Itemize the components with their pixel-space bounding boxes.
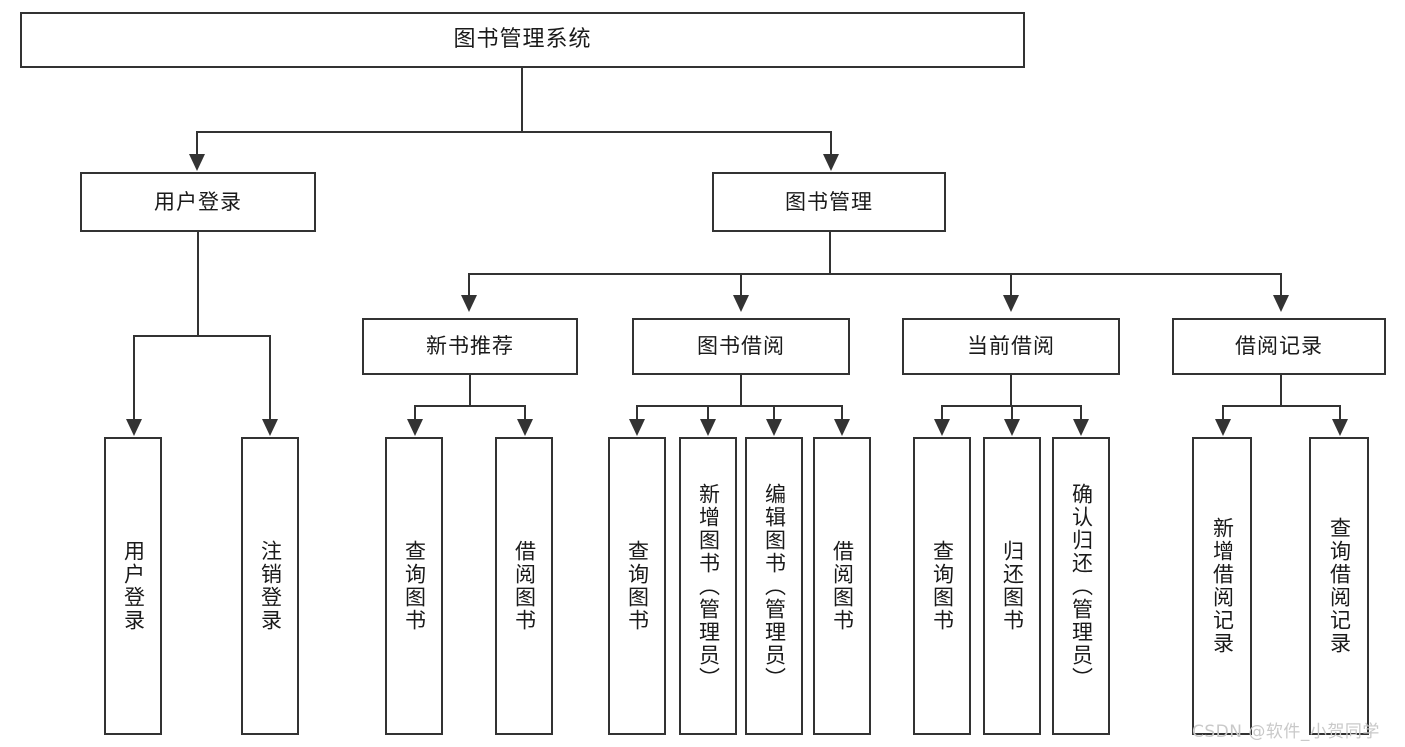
arrow-bm-to-new-book (461, 295, 477, 312)
arrow-bm-to-borrow-record (1273, 295, 1289, 312)
edge-root-to-book-management (830, 131, 832, 156)
node-label: 借阅图书 (830, 540, 855, 632)
node-new-book-recommend[interactable]: 新书推荐 (362, 318, 578, 375)
edge-root-stem (521, 68, 523, 132)
edge-bm-to-new-book (468, 273, 470, 297)
edge-cb-to-leaf-1 (1011, 405, 1013, 421)
arrow-bm-to-book-borrow (733, 295, 749, 312)
edge-cb-to-leaf-2 (1080, 405, 1082, 421)
node-label: 当前借阅 (967, 334, 1055, 359)
leaf-book-borrow-1[interactable]: 新增图书（管理员） (679, 437, 737, 735)
edge-cb-to-leaf-0 (941, 405, 943, 421)
edge-bm-to-book-borrow (740, 273, 742, 297)
edge-nbr-to-leaf-0 (414, 405, 416, 421)
edge-root-bus (196, 131, 832, 133)
leaf-borrow-record-0[interactable]: 新增借阅记录 (1192, 437, 1252, 735)
edge-br-bus (1222, 405, 1341, 407)
arrow-bb-to-leaf-1 (700, 419, 716, 436)
node-book-management[interactable]: 图书管理 (712, 172, 946, 232)
node-book-borrow[interactable]: 图书借阅 (632, 318, 850, 375)
edge-nbr-to-leaf-1 (524, 405, 526, 421)
node-user-login[interactable]: 用户登录 (80, 172, 316, 232)
arrow-cb-to-leaf-2 (1073, 419, 1089, 436)
edge-bm-to-borrow-record (1280, 273, 1282, 297)
edge-user-login-to-leaf-1 (269, 335, 271, 421)
arrow-bb-to-leaf-3 (834, 419, 850, 436)
node-root-book-management-system[interactable]: 图书管理系统 (20, 12, 1025, 68)
node-label: 用户登录 (154, 189, 242, 214)
node-label: 查询图书 (625, 540, 650, 632)
edge-bb-to-leaf-0 (636, 405, 638, 421)
arrow-bb-to-leaf-0 (629, 419, 645, 436)
node-label: 查询图书 (402, 540, 427, 632)
edge-bm-to-current-borrow (1010, 273, 1012, 297)
node-label: 图书借阅 (697, 334, 785, 359)
edge-user-login-stem (197, 232, 199, 336)
arrow-nbr-to-leaf-1 (517, 419, 533, 436)
arrow-bb-to-leaf-2 (766, 419, 782, 436)
leaf-new-book-recommend-0[interactable]: 查询图书 (385, 437, 443, 735)
edge-nbr-bus (414, 405, 526, 407)
edge-root-to-user-login (196, 131, 198, 156)
arrow-br-to-leaf-0 (1215, 419, 1231, 436)
edge-nbr-stem (469, 375, 471, 406)
edge-user-login-to-leaf-0 (133, 335, 135, 421)
leaf-borrow-record-1[interactable]: 查询借阅记录 (1309, 437, 1369, 735)
node-label: 用户登录 (121, 540, 146, 632)
node-label: 图书管理 (785, 189, 873, 214)
edge-user-login-bus (133, 335, 270, 337)
edge-book-management-stem (829, 232, 831, 274)
node-borrow-record[interactable]: 借阅记录 (1172, 318, 1386, 375)
arrow-user-login-to-leaf-0 (126, 419, 142, 436)
arrow-br-to-leaf-1 (1332, 419, 1348, 436)
node-label: 查询图书 (930, 540, 955, 632)
leaf-book-borrow-3[interactable]: 借阅图书 (813, 437, 871, 735)
node-label: 新书推荐 (426, 334, 514, 359)
node-label: 编辑图书（管理员） (762, 482, 787, 690)
edge-br-to-leaf-1 (1339, 405, 1341, 421)
edge-bb-to-leaf-2 (773, 405, 775, 421)
edge-bb-stem (740, 375, 742, 406)
arrow-user-login-to-leaf-1 (262, 419, 278, 436)
edge-bb-to-leaf-3 (841, 405, 843, 421)
leaf-user-login-0[interactable]: 用户登录 (104, 437, 162, 735)
edge-br-stem (1280, 375, 1282, 406)
edge-cb-stem (1010, 375, 1012, 406)
node-label: 借阅图书 (512, 540, 537, 632)
node-label: 查询借阅记录 (1327, 517, 1352, 655)
leaf-book-borrow-0[interactable]: 查询图书 (608, 437, 666, 735)
arrow-root-to-user-login (189, 154, 205, 171)
csdn-watermark: CSDN @软件_小贺同学 (1192, 722, 1380, 742)
edge-br-to-leaf-0 (1222, 405, 1224, 421)
edge-bb-to-leaf-1 (707, 405, 709, 421)
leaf-book-borrow-2[interactable]: 编辑图书（管理员） (745, 437, 803, 735)
arrow-cb-to-leaf-0 (934, 419, 950, 436)
arrow-bm-to-current-borrow (1003, 295, 1019, 312)
leaf-new-book-recommend-1[interactable]: 借阅图书 (495, 437, 553, 735)
arrow-root-to-book-management (823, 154, 839, 171)
leaf-user-login-1[interactable]: 注销登录 (241, 437, 299, 735)
node-label: 新增图书（管理员） (696, 482, 721, 690)
leaf-current-borrow-1[interactable]: 归还图书 (983, 437, 1041, 735)
edge-bb-bus (636, 405, 843, 407)
node-label: 图书管理系统 (453, 26, 592, 52)
node-label: 归还图书 (1000, 540, 1025, 632)
node-label: 确认归还（管理员） (1069, 482, 1094, 690)
node-label: 注销登录 (258, 540, 283, 632)
node-label: 借阅记录 (1235, 334, 1323, 359)
edge-book-management-bus (468, 273, 1280, 275)
arrow-cb-to-leaf-1 (1004, 419, 1020, 436)
leaf-current-borrow-0[interactable]: 查询图书 (913, 437, 971, 735)
leaf-current-borrow-2[interactable]: 确认归还（管理员） (1052, 437, 1110, 735)
node-label: 新增借阅记录 (1210, 517, 1235, 655)
node-current-borrow[interactable]: 当前借阅 (902, 318, 1120, 375)
arrow-nbr-to-leaf-0 (407, 419, 423, 436)
